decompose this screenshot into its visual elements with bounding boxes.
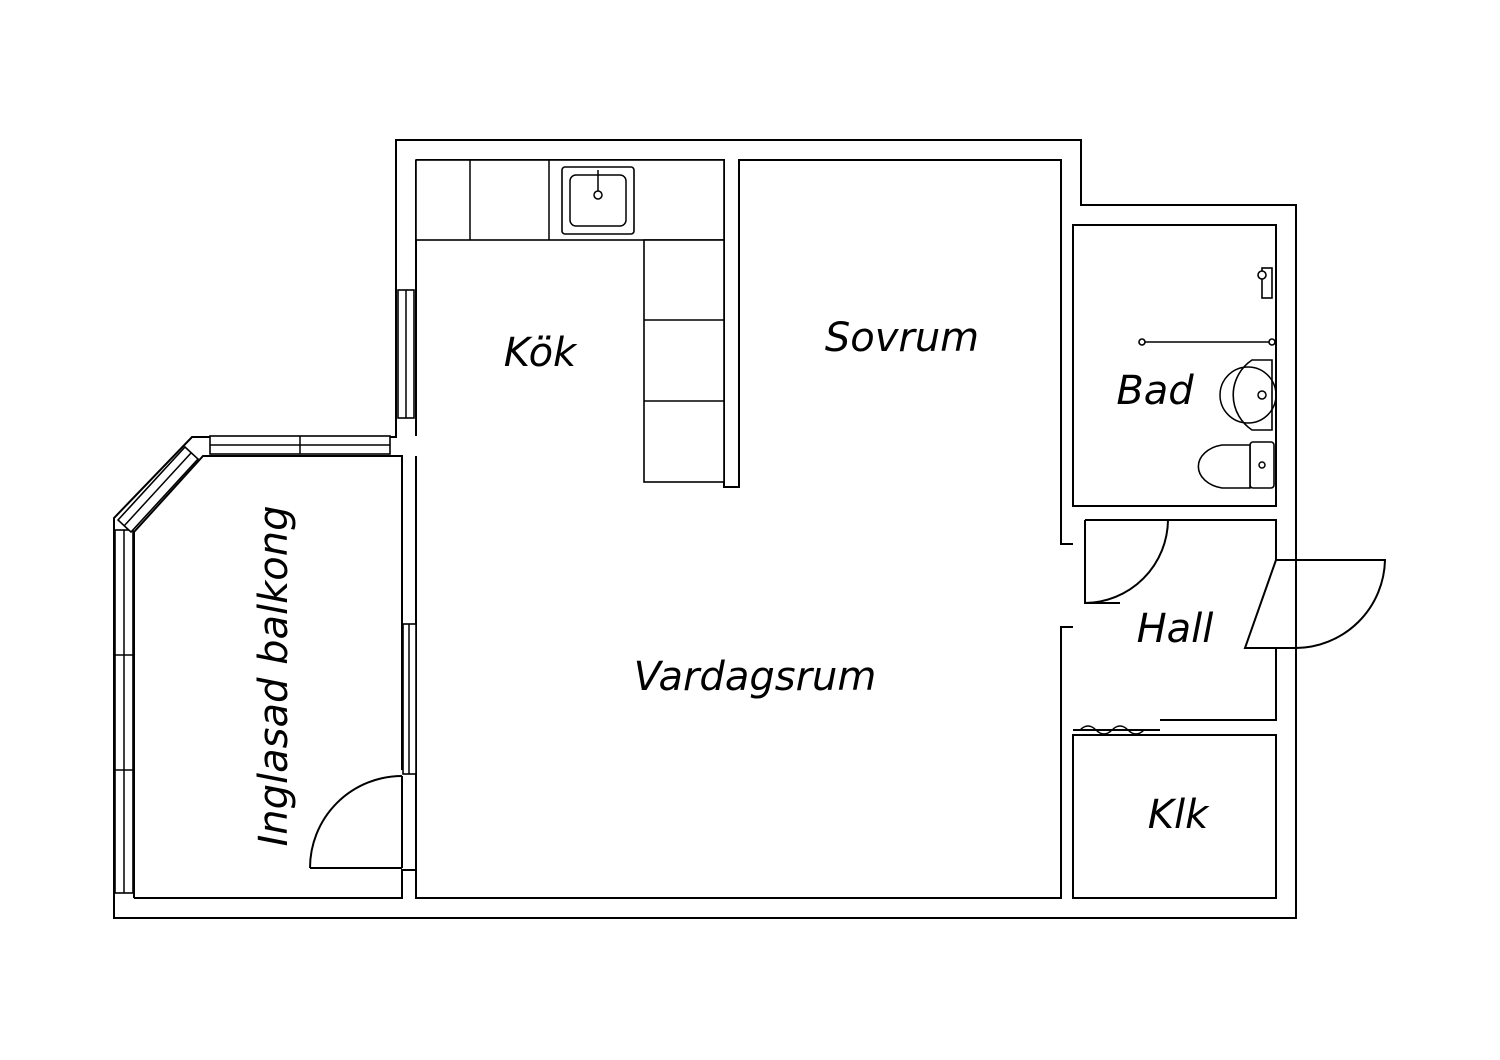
balcony-windows xyxy=(114,435,391,894)
room-label-klk: Klk xyxy=(1148,792,1210,838)
balcony-door xyxy=(309,775,403,869)
room-label-balkong: Inglasad balkong xyxy=(251,505,297,846)
washbasin xyxy=(1219,359,1277,431)
bathroom-door xyxy=(1084,519,1169,604)
entrance-door xyxy=(1243,559,1387,649)
shower-fixture xyxy=(1138,267,1276,346)
living-window xyxy=(402,623,417,775)
room-label-vardagsrum: Vardagsrum xyxy=(634,654,877,700)
room-label-hall: Hall xyxy=(1137,606,1214,652)
kitchen-sink xyxy=(561,166,635,235)
toilet xyxy=(1197,441,1275,489)
room-label-sovrum: Sovrum xyxy=(825,315,979,361)
kitchen-counter xyxy=(415,159,725,483)
kitchen-window xyxy=(397,289,415,419)
room-label-kok: Kök xyxy=(504,330,578,376)
room-label-bad: Bad xyxy=(1116,368,1194,414)
closet-rail xyxy=(1073,725,1160,735)
